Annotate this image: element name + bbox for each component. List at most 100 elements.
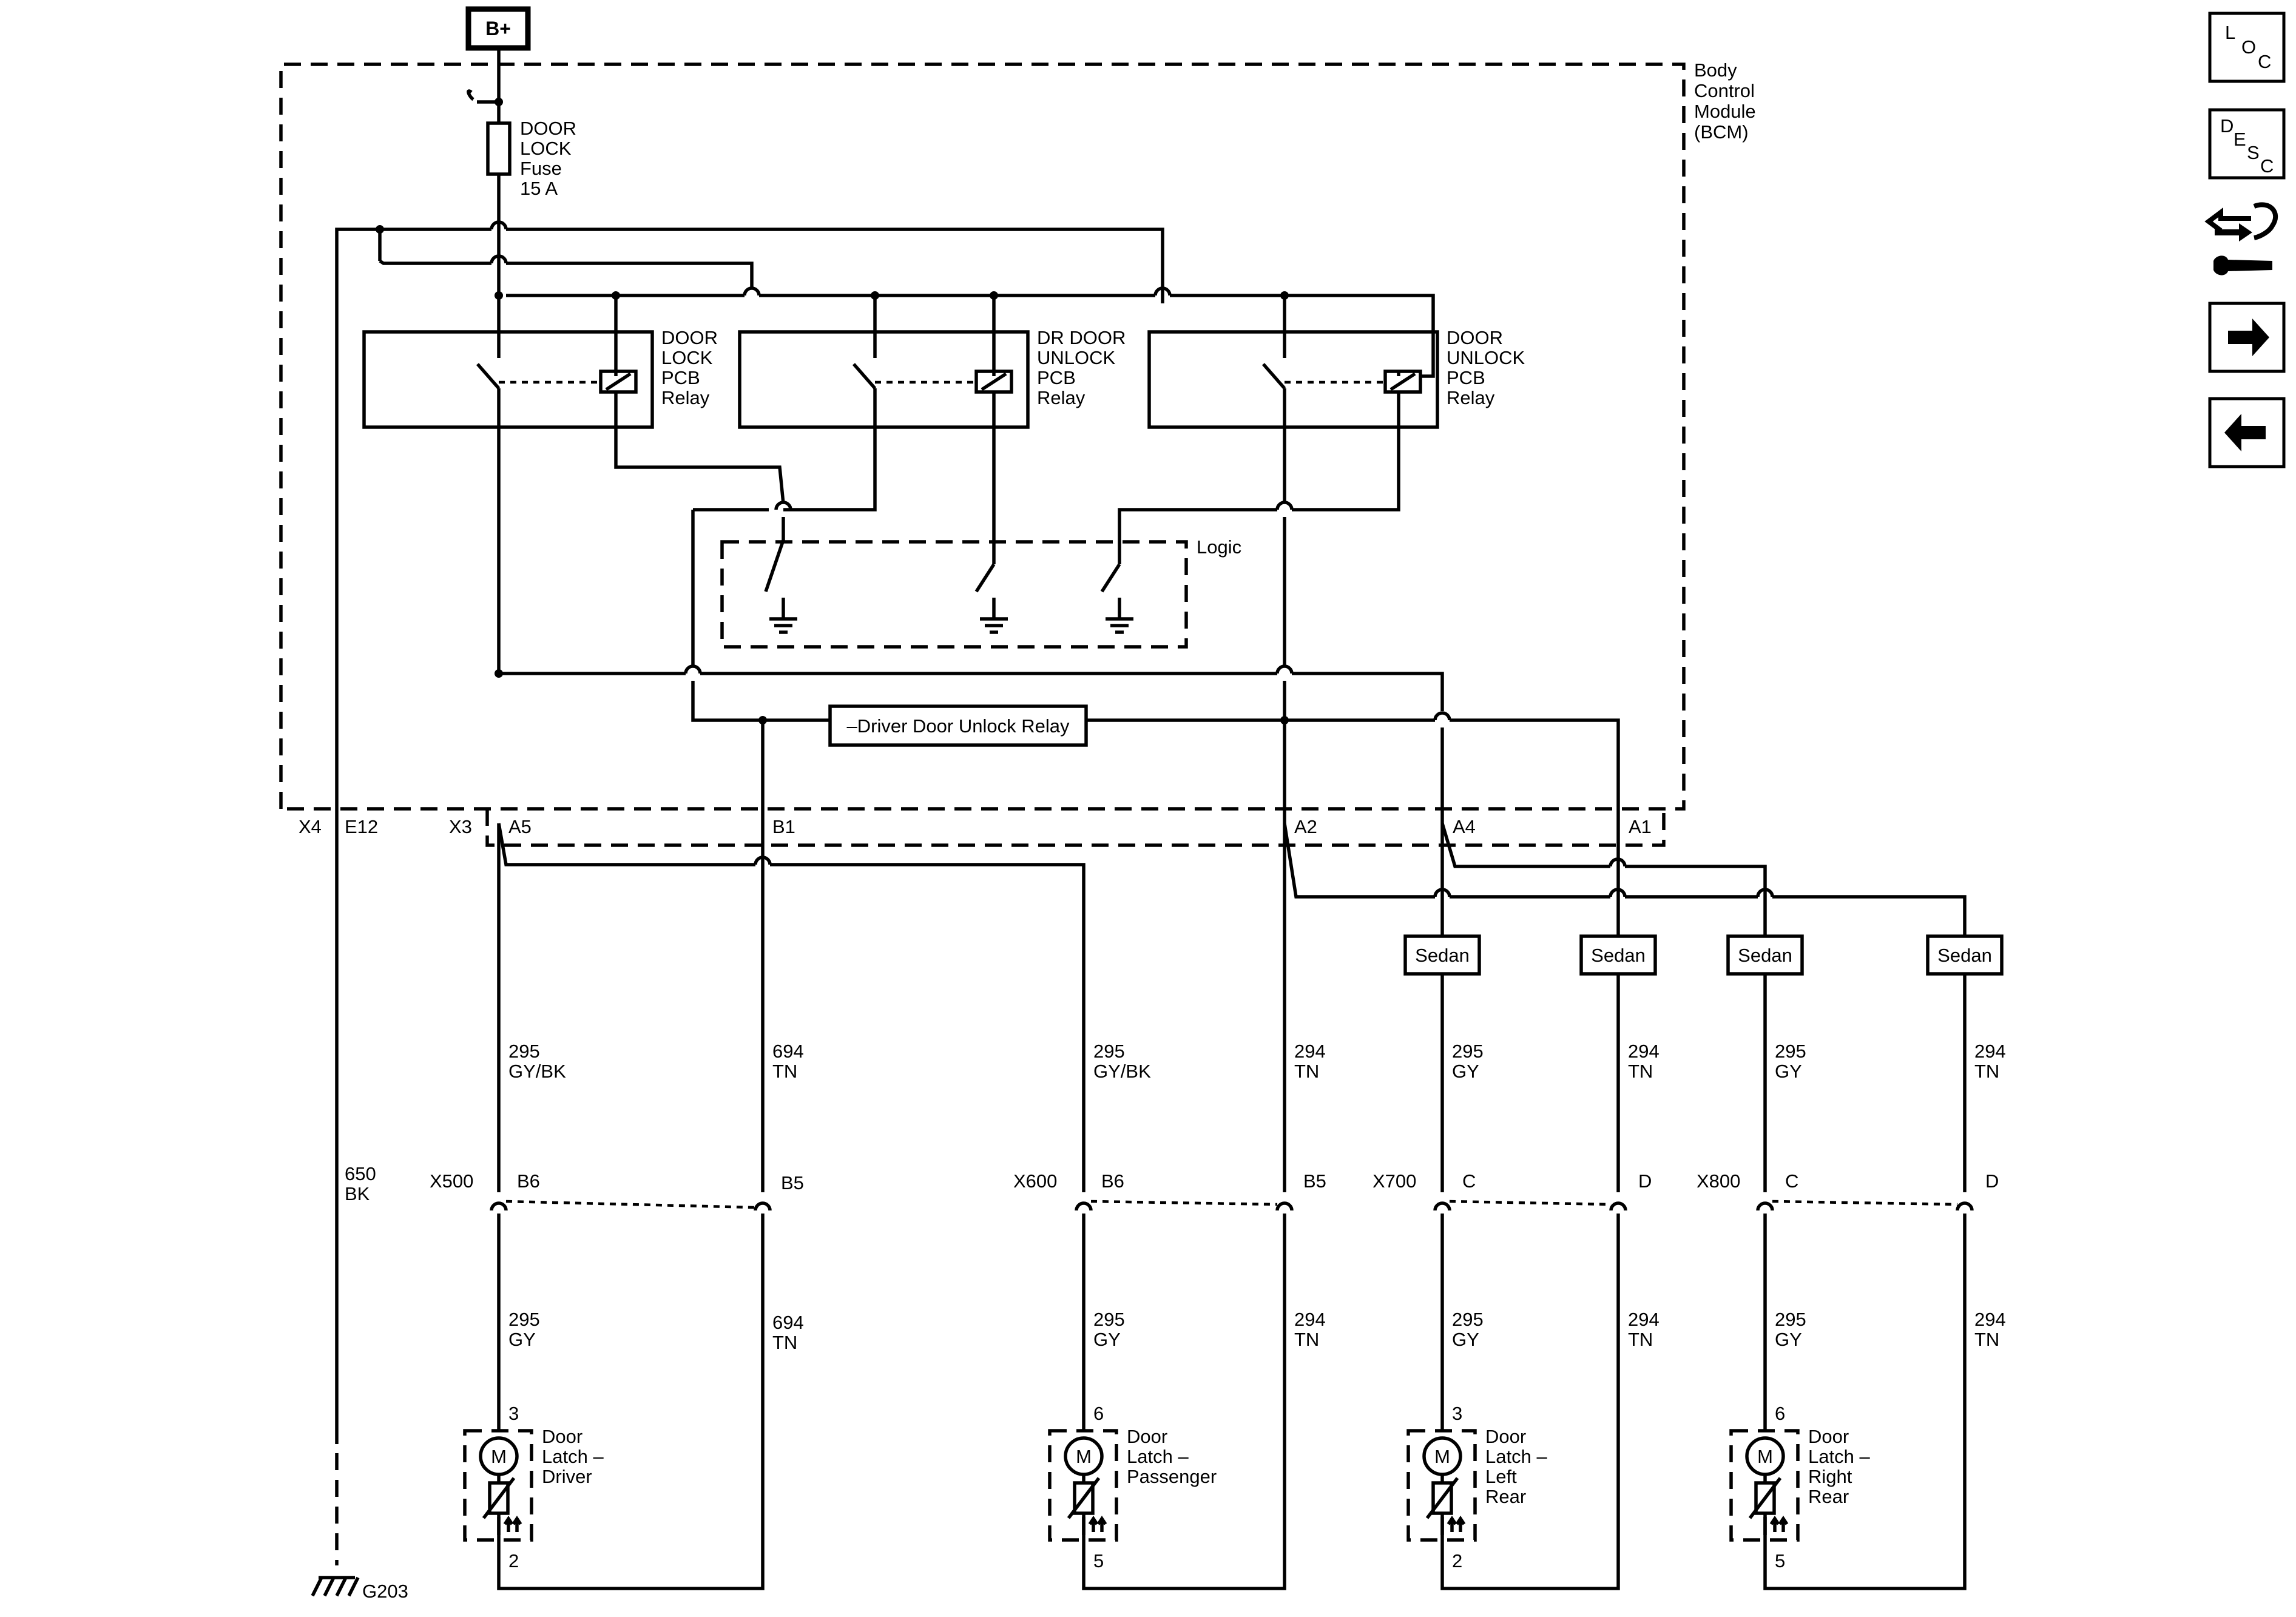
svg-text:D: D [1638,1170,1652,1192]
svg-text:L: L [2225,22,2235,43]
inline-connector-x500-labels: X500 B6 B5 [430,1170,804,1193]
svg-text:2: 2 [508,1550,519,1571]
svg-text:Relay: Relay [661,387,710,408]
fuse-label: DOOR LOCK Fuse 15 A [520,118,576,199]
dr-door-unlock-relay [738,330,1030,564]
svg-text:B5: B5 [1303,1170,1326,1192]
svg-text:294: 294 [1628,1041,1660,1062]
schematic-connector-icon[interactable] [2204,202,2278,275]
svg-text:295: 295 [1452,1309,1484,1330]
svg-text:Module: Module [1694,101,1756,122]
svg-text:GY: GY [1775,1329,1802,1350]
svg-text:294: 294 [1974,1309,2006,1330]
door-lock-fuse [467,48,512,221]
output-buses [495,388,1620,823]
door-latch-left-rear-labels: 3 2 Door Latch – Left Rear [1452,1403,1547,1571]
svg-text:B5: B5 [781,1172,804,1193]
svg-text:(BCM): (BCM) [1694,121,1749,143]
svg-text:Door: Door [1127,1426,1167,1447]
external-harness [497,823,1967,1192]
door-lock-relay [362,330,785,504]
svg-text:15 A: 15 A [520,178,558,199]
description-button[interactable]: D E S C [2208,108,2286,180]
svg-text:Driver: Driver [542,1466,592,1487]
svg-text:C: C [1785,1170,1798,1192]
svg-text:M: M [491,1446,507,1467]
svg-text:M: M [1076,1446,1092,1467]
door-unlock-relay [1118,330,1439,564]
previous-page-arrow-icon[interactable] [2208,397,2286,468]
svg-text:Sedan: Sedan [1937,945,1992,966]
svg-text:Sedan: Sedan [1415,945,1470,966]
svg-text:295: 295 [508,1041,540,1062]
svg-text:3: 3 [1452,1403,1462,1424]
svg-text:PCB: PCB [1447,367,1485,388]
svg-text:TN: TN [772,1332,797,1353]
svg-text:PCB: PCB [1037,367,1076,388]
svg-text:D: D [1985,1170,1999,1192]
door-latch-right-rear-labels: 6 5 Door Latch – Right Rear [1775,1403,1870,1571]
svg-text:3: 3 [508,1403,519,1424]
svg-text:E12: E12 [345,816,378,837]
svg-text:GY: GY [508,1329,536,1350]
svg-text:TN: TN [1628,1329,1653,1350]
svg-text:GY/BK: GY/BK [1093,1061,1151,1082]
location-button[interactable]: L O C [2208,12,2286,83]
svg-text:295: 295 [1775,1309,1806,1330]
svg-text:B6: B6 [1101,1170,1124,1192]
sedan-box-1: Sedan [1403,934,1481,976]
door-latch-passenger: M [1048,1429,1118,1542]
svg-text:Relay: Relay [1447,387,1495,408]
svg-text:DOOR: DOOR [661,327,718,348]
svg-text:Sedan: Sedan [1738,945,1792,966]
logic-block [720,501,1188,649]
next-page-arrow-icon[interactable] [2208,302,2286,373]
door-latch-right-rear: M [1729,1429,1800,1542]
svg-text:5: 5 [1775,1550,1785,1571]
inline-connector-x800-labels: X800 C D [1697,1170,1999,1192]
bcm-label: Body Control Module (BCM) [1694,59,1756,143]
svg-text:Body: Body [1694,59,1737,81]
logic-label: Logic [1197,536,1241,558]
svg-text:Latch –: Latch – [1808,1446,1870,1467]
svg-text:LOCK: LOCK [520,138,572,159]
svg-text:UNLOCK: UNLOCK [1037,347,1116,368]
svg-text:D: D [2220,115,2234,137]
inline-connector-x700-labels: X700 C D [1373,1170,1652,1192]
door-latch-driver: M [463,1429,533,1542]
svg-text:A5: A5 [508,816,532,837]
svg-text:DOOR: DOOR [520,118,576,139]
svg-text:X800: X800 [1697,1170,1740,1192]
svg-text:Door: Door [1485,1426,1526,1447]
svg-text:–Driver Door Unlock Relay: –Driver Door Unlock Relay [847,715,1070,737]
svg-text:TN: TN [1294,1329,1319,1350]
svg-text:E: E [2234,129,2246,150]
svg-text:Left: Left [1485,1466,1517,1487]
svg-text:B+: B+ [485,18,511,39]
svg-text:X3: X3 [449,816,472,837]
svg-text:295: 295 [1093,1309,1125,1330]
svg-text:PCB: PCB [661,367,700,388]
door-latch-left-rear: M [1406,1429,1477,1542]
svg-text:GY: GY [1452,1061,1479,1082]
svg-text:Rear: Rear [1808,1486,1849,1507]
lower-wires [497,1214,1967,1590]
svg-text:Rear: Rear [1485,1486,1526,1507]
svg-text:TN: TN [1628,1061,1653,1082]
inline-connector-x800 [1756,1200,1974,1211]
svg-text:294: 294 [1974,1041,2006,1062]
svg-text:694: 694 [772,1312,804,1333]
svg-text:BK: BK [345,1183,370,1204]
svg-text:A1: A1 [1629,816,1652,837]
bcm-boundary [279,62,1686,847]
svg-text:Door: Door [1808,1426,1849,1447]
sedan-box-4: Sedan [1926,934,2004,976]
svg-text:X4: X4 [299,816,322,837]
bcm-connector-labels: X4 E12 X3 A5 B1 A2 A4 A1 [299,816,1652,837]
svg-text:Passenger: Passenger [1127,1466,1217,1487]
svg-text:6: 6 [1775,1403,1785,1424]
svg-text:M: M [1757,1446,1773,1467]
svg-text:B1: B1 [772,816,795,837]
svg-text:GY/BK: GY/BK [508,1061,566,1082]
